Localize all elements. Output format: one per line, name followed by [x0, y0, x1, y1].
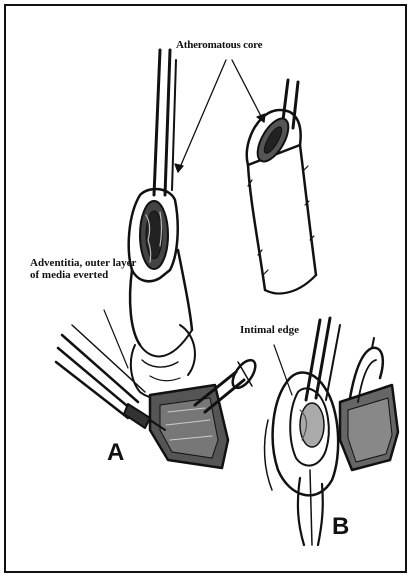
adventitia-leader-line: [104, 310, 128, 368]
panel-a-label: A: [107, 440, 124, 465]
atheromatous-core-drawing: [247, 80, 316, 294]
panel-b-label: B: [332, 514, 349, 539]
atheromatous-core-label: Atheromatous core: [176, 40, 262, 52]
panel-b-drawing: [265, 318, 398, 545]
adventitia-label: Adventitia, outer layer of media everted: [30, 258, 140, 281]
intimal-edge-label: Intimal edge: [240, 325, 299, 337]
core-leader-lines: [175, 60, 265, 172]
